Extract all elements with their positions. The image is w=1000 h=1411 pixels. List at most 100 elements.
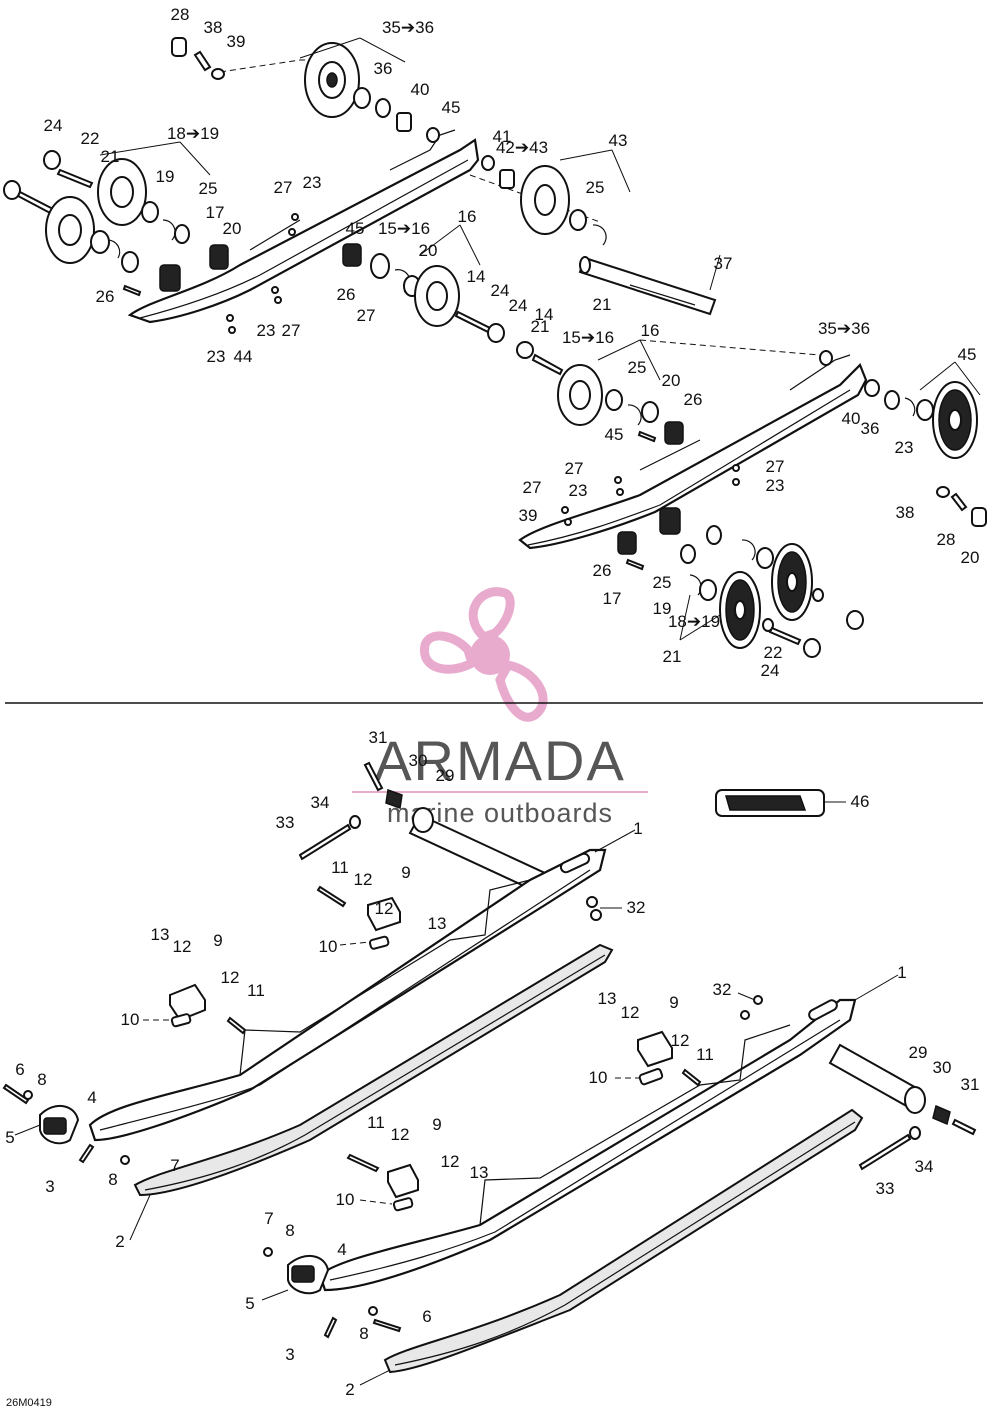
callout-top-14: 20 [223, 219, 242, 238]
callout-bottom-1: 30 [409, 751, 428, 770]
callout-top-21: 43 [609, 131, 628, 150]
callout-bottom-27: 46 [851, 792, 870, 811]
callout-bottom-50: 5 [245, 1294, 254, 1313]
callout-bottom-40: 33 [876, 1179, 895, 1198]
callout-top-29: 27 [282, 321, 301, 340]
callout-top-38: 21 [531, 317, 550, 336]
callout-bottom-53: 6 [422, 1307, 431, 1326]
callout-bottom-41: 11 [367, 1113, 385, 1132]
callout-top-22: 25 [586, 178, 605, 197]
decal-sc5m [715, 789, 825, 817]
callout-top-39: 15➔16 [562, 328, 614, 347]
callout-bottom-9: 12 [375, 899, 394, 918]
callout-bottom-18: 10 [121, 1010, 140, 1029]
callout-top-56: 38 [896, 503, 915, 522]
callout-bottom-54: 2 [345, 1380, 354, 1399]
wheel-spoked-right [932, 381, 978, 459]
callout-bottom-51: 3 [285, 1345, 294, 1364]
callout-bottom-8: 9 [401, 863, 410, 882]
callout-bottom-36: 29 [909, 1043, 928, 1062]
callout-top-4: 36 [374, 59, 393, 78]
callout-top-0: 28 [171, 5, 190, 24]
callout-bottom-52: 8 [359, 1324, 368, 1343]
callout-top-61: 25 [653, 573, 672, 592]
callout-top-50: 27 [565, 459, 584, 478]
callout-top-15: 27 [274, 178, 293, 197]
callout-bottom-2: 29 [436, 766, 455, 785]
callout-bottom-4: 33 [276, 813, 295, 832]
callout-bottom-24: 8 [108, 1170, 117, 1189]
callout-bottom-44: 12 [441, 1152, 460, 1171]
callout-top-58: 20 [961, 548, 980, 567]
callout-bottom-7: 12 [354, 870, 373, 889]
watermark: ARMADA marine outboards [352, 587, 648, 828]
callout-bottom-12: 32 [627, 898, 646, 917]
callout-top-27: 27 [357, 306, 376, 325]
callout-bottom-30: 13 [598, 989, 617, 1008]
callout-top-44: 45 [605, 425, 624, 444]
callout-top-19: 41 [493, 127, 512, 146]
callout-top-1: 38 [204, 18, 223, 37]
callout-top-40: 16 [641, 321, 660, 340]
callout-top-13: 17 [206, 203, 225, 222]
callout-top-33: 21 [593, 295, 612, 314]
callout-top-48: 36 [861, 419, 880, 438]
callout-bottom-16: 12 [221, 968, 240, 987]
callout-bottom-35: 10 [589, 1068, 608, 1087]
callout-top-24: 16 [458, 207, 477, 226]
callout-top-31: 44 [234, 347, 253, 366]
callout-top-10: 18➔19 [167, 124, 219, 143]
callout-top-3: 35➔36 [382, 18, 434, 37]
callout-top-47: 40 [842, 409, 861, 428]
callout-bottom-28: 1 [897, 963, 906, 982]
callout-bottom-17: 11 [247, 981, 265, 1000]
callout-top-35: 24 [491, 281, 510, 300]
callout-bottom-13: 13 [151, 925, 170, 944]
callout-top-20: 42➔43 [496, 138, 548, 157]
callout-top-53: 23 [766, 476, 785, 495]
callout-bottom-34: 11 [696, 1045, 714, 1064]
callout-bottom-39: 34 [915, 1157, 934, 1176]
watermark-title: ARMADA [374, 729, 626, 792]
callout-top-46: 45 [958, 345, 977, 364]
callout-bottom-0: 31 [369, 728, 388, 747]
callout-top-30: 23 [207, 347, 226, 366]
callout-top-42: 20 [662, 371, 681, 390]
callout-top-64: 21 [663, 647, 682, 666]
callout-bottom-20: 8 [37, 1070, 46, 1089]
callout-bottom-15: 9 [213, 931, 222, 950]
callout-bottom-25: 7 [170, 1156, 179, 1175]
callout-top-49: 23 [895, 438, 914, 457]
callout-top-23: 15➔16 [378, 219, 430, 238]
callout-top-8: 22 [81, 129, 100, 148]
callout-top-36: 24 [509, 296, 528, 315]
callout-top-41: 25 [628, 358, 647, 377]
callout-top-12: 25 [199, 179, 218, 198]
callout-top-62: 19 [653, 599, 672, 618]
callout-bottom-21: 4 [87, 1088, 96, 1107]
callout-bottom-19: 6 [15, 1060, 24, 1079]
callout-bottom-29: 32 [713, 980, 732, 999]
callout-top-26: 26 [337, 285, 356, 304]
callout-bottom-47: 7 [264, 1209, 273, 1228]
callout-top-55: 39 [519, 506, 538, 525]
callout-top-52: 27 [766, 457, 785, 476]
callout-top-54: 27 [523, 478, 542, 497]
callout-top-6: 45 [442, 98, 461, 117]
callout-top-45: 35➔36 [818, 319, 870, 338]
callout-top-59: 26 [593, 561, 612, 580]
callout-top-37: 14 [535, 305, 554, 324]
callout-bottom-49: 4 [337, 1240, 346, 1259]
callout-bottom-33: 12 [671, 1031, 690, 1050]
callout-top-11: 19 [156, 167, 175, 186]
callout-top-7: 24 [44, 116, 63, 135]
callout-bottom-23: 3 [45, 1177, 54, 1196]
callout-top-5: 40 [411, 80, 430, 99]
callout-bottom-46: 10 [336, 1190, 355, 1209]
callout-bottom-14: 12 [173, 937, 192, 956]
wheel-top-left [304, 42, 360, 118]
callout-top-66: 24 [761, 661, 780, 680]
callout-top-34: 14 [467, 267, 486, 286]
callout-bottom-26: 2 [115, 1232, 124, 1251]
